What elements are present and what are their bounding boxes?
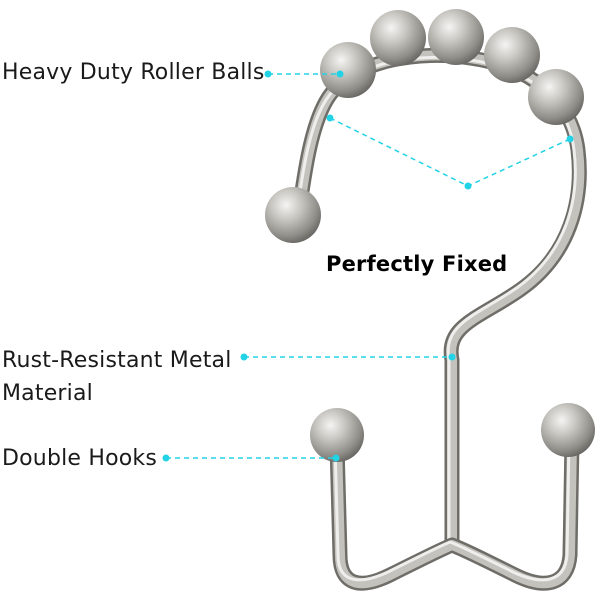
roller-ball [370, 10, 426, 66]
roller-ball [320, 42, 376, 98]
callout-dot [464, 182, 472, 190]
callout-dot [448, 353, 456, 361]
callout-dot [332, 454, 340, 462]
hook-body [292, 47, 587, 591]
label-double-hooks: Double Hooks [2, 446, 158, 471]
callout-dot [264, 70, 272, 78]
roller-ball [528, 69, 584, 125]
callout-fixed-line [329, 117, 571, 187]
end-ball-right-hook [541, 403, 595, 457]
label-perfectly-fixed: Perfectly Fixed [326, 252, 508, 276]
roller-balls [320, 9, 584, 125]
label-rust-resistant-line2: Material [2, 381, 93, 406]
callout-dot [326, 114, 334, 122]
label-heavy-duty-roller-balls: Heavy Duty Roller Balls [2, 60, 265, 85]
end-ball-top [265, 187, 321, 243]
callout-dots [162, 70, 574, 462]
callout-dot [240, 353, 248, 361]
callout-dot [336, 70, 344, 78]
end-ball-left-hook [310, 408, 364, 462]
roller-ball [484, 27, 540, 83]
double-hook-highlight [333, 438, 571, 582]
roller-ball [428, 9, 484, 65]
callout-dot [566, 135, 574, 143]
callout-dot [162, 454, 170, 462]
double-hook [332, 435, 577, 589]
label-rust-resistant-line1: Rust-Resistant Metal [2, 348, 232, 373]
